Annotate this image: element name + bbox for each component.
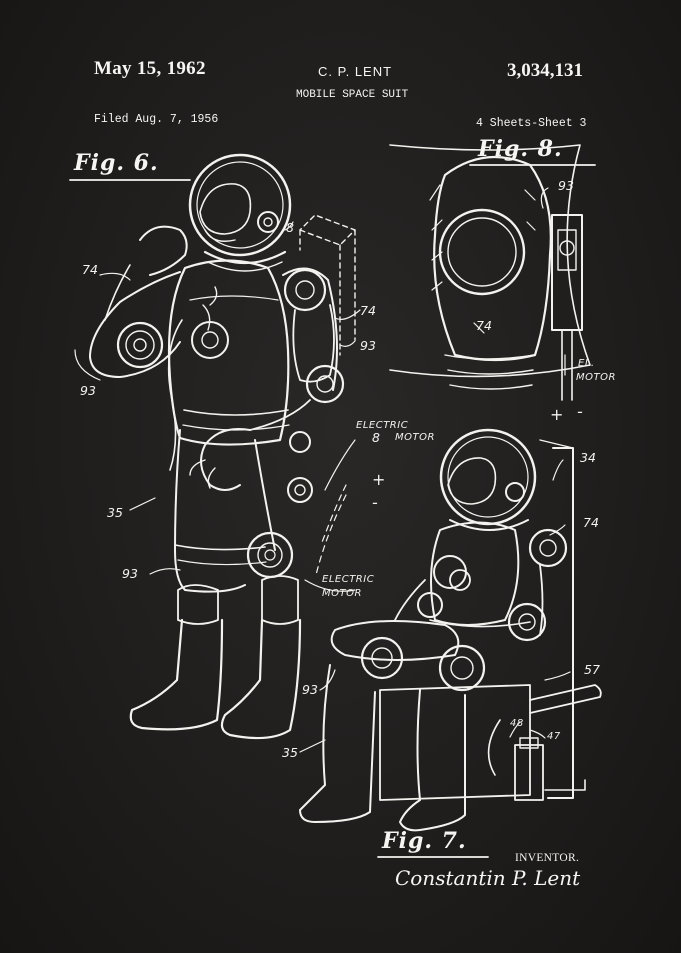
electric-motor-label-2a: ELECTRIC bbox=[322, 574, 375, 585]
ref-74-fig7: 74 bbox=[583, 515, 599, 530]
ref-8-top: 8 bbox=[286, 220, 294, 235]
inventor-signature: Constantin P. Lent bbox=[395, 866, 581, 890]
electric-motor-label-2b: MOTOR bbox=[322, 588, 362, 599]
plus-terminal-1: + bbox=[550, 405, 564, 424]
patent-number: 3,034,131 bbox=[507, 60, 583, 81]
inventor-name: C. P. LENT bbox=[318, 64, 393, 79]
figure-6-label: Fig. 6. bbox=[74, 150, 159, 176]
ref-93-fig7: 93 bbox=[302, 682, 318, 697]
figure-7-label: Fig. 7. bbox=[382, 828, 467, 854]
ref-34: 34 bbox=[580, 450, 596, 465]
sheet-count: 4 Sheets-Sheet 3 bbox=[476, 117, 587, 130]
electric-motor-label-1b: MOTOR bbox=[395, 432, 435, 443]
ref-35-fig7: 35 bbox=[282, 745, 298, 760]
ref-48: 48 bbox=[510, 718, 524, 729]
plus-terminal-2: + bbox=[372, 470, 386, 489]
patent-title: MOBILE SPACE SUIT bbox=[296, 89, 409, 101]
seated-astronaut-figure bbox=[299, 428, 602, 832]
leader-lines bbox=[74, 187, 571, 753]
patent-date: May 15, 1962 bbox=[94, 58, 206, 79]
ref-93-fig8: 93 bbox=[558, 178, 574, 193]
ref-74-left: 74 bbox=[82, 262, 98, 277]
ref-74-fig8: 74 bbox=[476, 318, 492, 333]
el-motor-label-a: EL. bbox=[578, 358, 595, 369]
ref-8-lower: 8 bbox=[372, 430, 380, 445]
standing-astronaut-figure bbox=[89, 153, 356, 740]
ref-74-right: 74 bbox=[360, 303, 376, 318]
minus-terminal-1: - bbox=[577, 402, 583, 421]
ref-35-left: 35 bbox=[107, 505, 123, 520]
ref-57: 57 bbox=[584, 662, 600, 677]
ref-93-right: 93 bbox=[360, 338, 376, 353]
figure-underlines bbox=[69, 164, 596, 858]
minus-terminal-2: - bbox=[372, 493, 378, 512]
ref-93-lower: 93 bbox=[122, 566, 138, 581]
inventor-label: INVENTOR. bbox=[515, 852, 580, 864]
electric-motor-label-1a: ELECTRIC bbox=[356, 420, 409, 431]
el-motor-label-b: MOTOR bbox=[576, 372, 616, 383]
ref-93-left: 93 bbox=[80, 383, 96, 398]
figure-8-label: Fig. 8. bbox=[478, 136, 563, 162]
filed-date: Filed Aug. 7, 1956 bbox=[94, 113, 219, 126]
ref-47: 47 bbox=[547, 731, 561, 742]
